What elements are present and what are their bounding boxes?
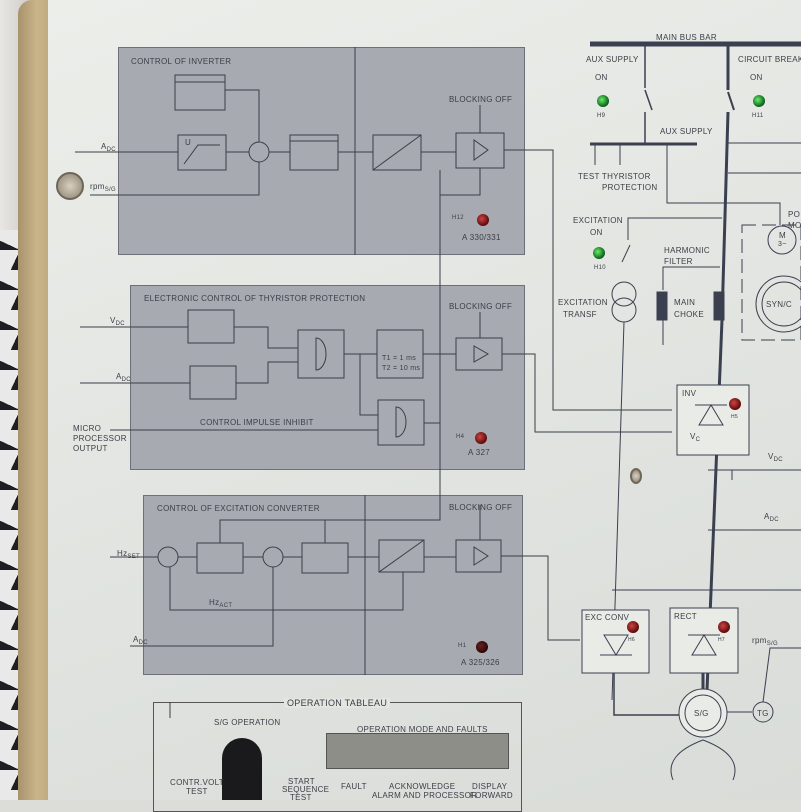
acknowledge-label: ACKNOWLEDGE [389, 782, 456, 791]
exc-conv-lamp-h6 [627, 621, 639, 633]
vdc-signal-label: VDC [768, 452, 783, 463]
h10-label: H10 [594, 265, 606, 271]
choke-label: CHOKE [674, 310, 704, 319]
sg-operation-label: S/G OPERATION [214, 718, 281, 727]
output-label: OUTPUT [73, 444, 108, 453]
aux-supply-lamp-h9 [597, 95, 609, 107]
timer-t1: T1 = 1 ms [382, 355, 417, 362]
micro-label: MICRO [73, 424, 102, 433]
thyristor-title: ELECTRONIC CONTROL OF THYRISTOR PROTECTI… [144, 294, 366, 303]
sequence-label: SEQUENCE [282, 785, 330, 794]
inverter-input-rpm: rpmS/G [90, 182, 116, 193]
forward-label: FORWARD [470, 791, 513, 800]
timer-t2: T2 = 10 ms [382, 365, 421, 372]
rect-lamp-h7 [718, 621, 730, 633]
circuit-breaker-lamp-h11 [753, 95, 765, 107]
fault-label: FAULT [341, 782, 367, 791]
start-test-label: TEST [290, 793, 312, 802]
thyristor-card: A 327 [468, 448, 490, 457]
contr-volt-label: CONTR.VOLT [170, 778, 224, 787]
aux-supply-bus-label: AUX SUPPLY [660, 127, 713, 136]
tableau-title: OPERATION TABLEAU [284, 698, 391, 708]
sg-operation-selector-knob[interactable] [222, 738, 262, 800]
thyristor-input-adc: ADC [116, 372, 131, 383]
inverter-lamp-id: H12 [452, 215, 464, 221]
cb-on-label: ON [750, 73, 763, 82]
excitation-blocking-off: BLOCKING OFF [449, 503, 513, 512]
excitation-label: EXCITATION [573, 216, 623, 225]
excitation-input-adc: ADC [133, 635, 148, 646]
harmonic-label: HARMONIC [664, 246, 710, 255]
excitation-on-label: ON [590, 228, 603, 237]
circuit-breaker-label: CIRCUIT BREAK [738, 55, 801, 64]
thyristor-input-vdc: VDC [110, 316, 125, 327]
inv-label: INV [682, 389, 697, 398]
excitation-lamp-id: H1 [458, 643, 467, 649]
transf-label: TRANSF [563, 310, 597, 319]
rect-label: RECT [674, 612, 697, 621]
hz-set-input: HzSET [117, 549, 140, 560]
sg-generator-label: S/G [694, 709, 709, 718]
excitation-converter-block [143, 495, 523, 675]
excitation-transf-label: EXCITATION [558, 298, 608, 307]
inverter-indicator-lamp [477, 214, 489, 226]
vc-label: VC [690, 432, 701, 443]
syn-c-label: SYN/C [766, 300, 792, 309]
inverter-input-adc: ADC [101, 142, 116, 153]
motor-m-label: M [779, 231, 786, 240]
display-label: DISPLAY [472, 782, 508, 791]
excitation-title: CONTROL OF EXCITATION CONVERTER [157, 504, 320, 513]
motor-phase-label: 3~ [778, 241, 787, 248]
contr-test-label: TEST [186, 787, 208, 796]
start-label: START [288, 777, 315, 786]
inverter-card: A 330/331 [462, 233, 501, 242]
filter-label: FILTER [664, 257, 693, 266]
h11-label: H11 [752, 113, 764, 119]
screw [56, 172, 84, 200]
control-impulse-inhibit: CONTROL IMPULSE INHIBIT [200, 418, 314, 427]
aux-supply-label: AUX SUPPLY [586, 55, 639, 64]
motor-title-1: PO [788, 210, 801, 219]
operation-mode-display [326, 733, 509, 769]
display-title: OPERATION MODE AND FAULTS [357, 725, 488, 734]
inverter-title: CONTROL OF INVERTER [131, 57, 232, 66]
main-label: MAIN [674, 298, 696, 307]
hz-act-label: HzACT [209, 598, 233, 609]
thyristor-indicator-lamp [475, 432, 487, 444]
thyristor-lamp-id: H4 [456, 434, 465, 440]
exc-conv-label: EXC CONV [585, 613, 630, 622]
alarm-processor-label: ALARM AND PROCESSOR [372, 791, 478, 800]
motor-title-2: MO [788, 221, 801, 230]
aux-on-label: ON [595, 73, 608, 82]
h6-label: H6 [628, 637, 635, 643]
ramp-label: U [185, 138, 192, 147]
inverter-blocking-off: BLOCKING OFF [449, 95, 513, 104]
h7-label: H7 [718, 637, 725, 643]
thyristor-blocking-off: BLOCKING OFF [449, 302, 513, 311]
processor-label: PROCESSOR [73, 434, 127, 443]
inv-lamp-h5 [729, 398, 741, 410]
h5-label: H5 [731, 414, 738, 420]
rpm-signal-label: rpmS/G [752, 636, 778, 647]
screw [630, 468, 642, 484]
excitation-indicator-lamp [476, 641, 488, 653]
adc-signal-label: ADC [764, 512, 779, 523]
excitation-card: A 325/326 [461, 658, 500, 667]
tg-label: TG [757, 709, 769, 718]
test-thyristor-label: TEST THYRISTOR [578, 172, 651, 181]
protection-label: PROTECTION [602, 183, 658, 192]
excitation-lamp-h10 [593, 247, 605, 259]
main-bus-bar-label: MAIN BUS BAR [656, 33, 717, 42]
h9-label: H9 [597, 113, 606, 119]
